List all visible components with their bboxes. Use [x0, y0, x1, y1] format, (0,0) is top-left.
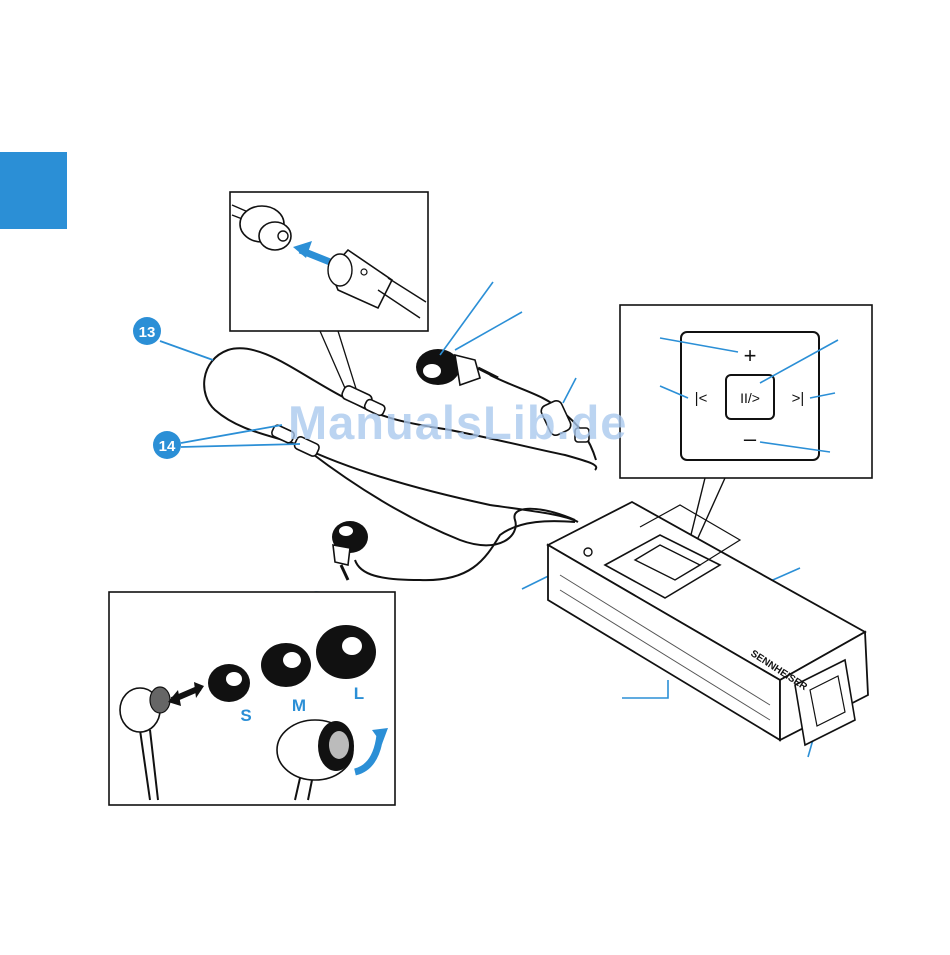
prev-label: |< — [695, 390, 708, 407]
receiver-device: SENNHEISER — [548, 502, 868, 745]
callout-14-label: 14 — [159, 438, 176, 455]
size-l-label: L — [354, 684, 364, 703]
play-pause-label: II/> — [740, 390, 760, 406]
size-s-label: S — [240, 706, 251, 725]
earbud-upper — [416, 349, 498, 385]
next-label: >| — [792, 390, 805, 407]
callout-13-label: 13 — [139, 324, 156, 341]
eartip-inset: S M L — [109, 592, 395, 805]
connector-inset — [230, 192, 428, 395]
callout-13: 13 — [133, 317, 213, 360]
chapter-tab — [0, 152, 67, 229]
plus-label: + — [744, 343, 757, 368]
size-m-label: M — [292, 696, 306, 715]
cable-connectors — [270, 384, 589, 457]
cables — [204, 348, 596, 580]
minus-label: – — [744, 426, 757, 451]
